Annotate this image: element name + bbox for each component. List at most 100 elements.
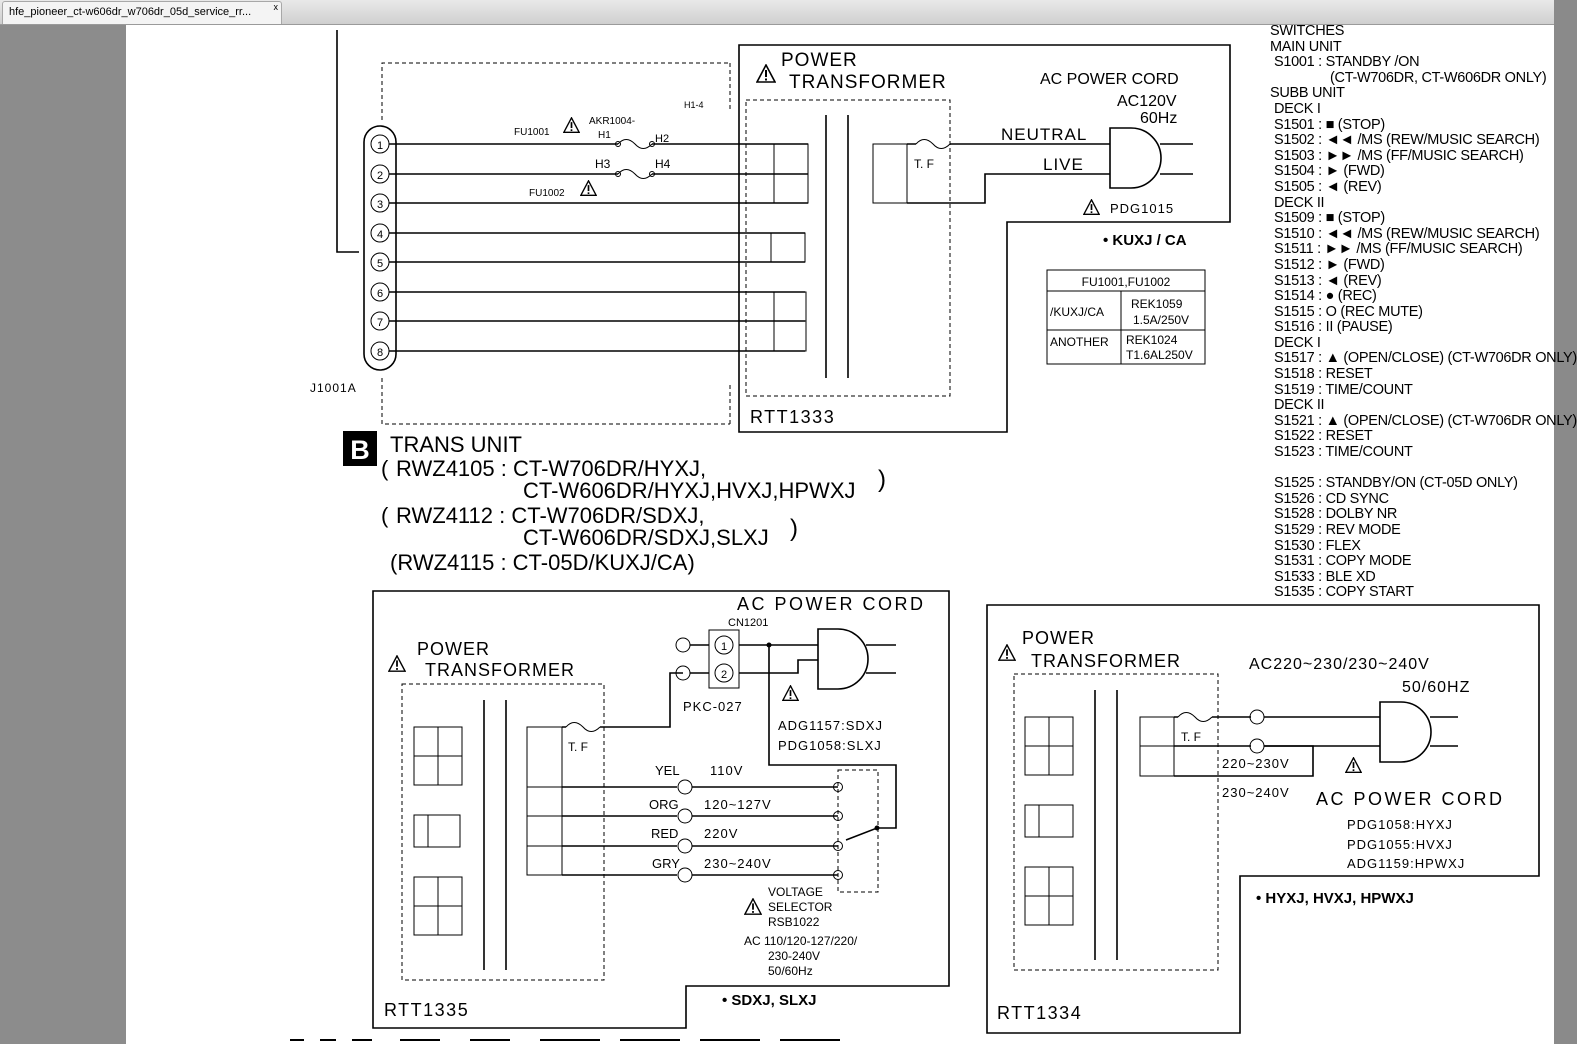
- switch-item: S1535 : COPY START: [1274, 584, 1414, 601]
- tap-red: RED: [651, 826, 678, 841]
- switch-item: S1529 : REV MODE: [1274, 522, 1401, 538]
- bl-ac-cord: AC POWER CORD: [737, 594, 926, 614]
- pin-6: 6: [377, 288, 383, 300]
- pin-7: 7: [377, 317, 383, 329]
- bl-region: • SDXJ, SLXJ: [722, 992, 816, 1009]
- h4-label: H4: [655, 157, 671, 171]
- fuse-row-2-part: REK1024: [1126, 333, 1178, 347]
- section-badge: B: [350, 435, 370, 465]
- bl-tf-label: T. F: [568, 740, 588, 754]
- br-tap-1: 220~230V: [1222, 756, 1290, 771]
- switch-item: S1513 : ◄ (REV): [1274, 272, 1382, 289]
- br-tf-label: T. F: [1181, 730, 1201, 744]
- paren-close-1: ): [878, 466, 886, 493]
- vs-line-2: SELECTOR: [768, 900, 833, 914]
- top-tf-label: T. F: [914, 157, 934, 171]
- deck2-heading: DECK II: [1274, 194, 1325, 211]
- tap-org-volt: 120~127V: [704, 797, 772, 812]
- bl-pdg-part: PDG1058:SLXJ: [778, 738, 882, 753]
- bl-pt-title-1: POWER: [417, 639, 490, 659]
- switch-item: S1515 : O (REC MUTE): [1274, 303, 1423, 320]
- fuse-row-1-rating: 1.5A/250V: [1133, 313, 1189, 327]
- switch-item: S1511 : ►► /MS (FF/MUSIC SEARCH): [1274, 241, 1523, 258]
- switches-list: SWITCHES MAIN UNIT S1001 : STANDBY /ON (…: [1270, 23, 1577, 601]
- br-ac-volt: AC220~230/230~240V: [1249, 656, 1430, 673]
- vs-line-5: 230-240V: [768, 949, 820, 963]
- vs-line-4: AC 110/120-127/220/: [744, 934, 858, 948]
- akr-label: AKR1004-: [589, 116, 635, 127]
- br-tap-2: 230~240V: [1222, 785, 1290, 800]
- fuse-row-2-rating: T1.6AL250V: [1126, 348, 1193, 362]
- pin-2: 2: [377, 170, 383, 182]
- bl-rtt: RTT1335: [384, 1000, 469, 1020]
- pin-3: 3: [377, 199, 383, 211]
- br-part-1: PDG1058:HYXJ: [1347, 817, 1453, 832]
- switch-item: S1501 : ■ (STOP): [1274, 116, 1385, 133]
- top-plug-part: PDG1015: [1110, 201, 1174, 216]
- tap-gry-volt: 230~240V: [704, 856, 772, 871]
- switch-item: S1530 : FLEX: [1274, 537, 1361, 554]
- h3-label: H3: [595, 157, 611, 171]
- document-tab[interactable]: hfe_pioneer_ct-w606dr_w706dr_05d_service…: [2, 1, 282, 24]
- trans-unit-block: B TRANS UNIT ( RWZ4105 : CT-W706DR/HYXJ,…: [343, 431, 886, 575]
- br-ac-hz: 50/60HZ: [1402, 679, 1470, 696]
- main-unit-heading: MAIN UNIT: [1270, 38, 1342, 55]
- fuse-row-2-region: ANOTHER: [1050, 335, 1109, 349]
- close-icon[interactable]: x: [273, 2, 279, 12]
- br-rtt: RTT1334: [997, 1003, 1082, 1023]
- br-region: • HYXJ, HVXJ, HPWXJ: [1256, 890, 1414, 907]
- fu1001-label: FU1001: [514, 127, 550, 138]
- switch-item: S1516 : II (PAUSE): [1274, 319, 1393, 336]
- schematic-diagram: 1 2 3 4 5 6 7 8 POWER TRANSFOR: [290, 30, 1540, 1041]
- switch-item: S1525 : STANDBY/ON (CT-05D ONLY): [1274, 475, 1518, 492]
- tap-yel-volt: 110V: [710, 763, 743, 778]
- switch-item: S1510 : ◄◄ /MS (REW/MUSIC SEARCH): [1274, 225, 1540, 242]
- tap-red-volt: 220V: [704, 826, 738, 841]
- switch-item: S1504 : ► (FWD): [1274, 163, 1385, 180]
- trans-line-2: CT-W606DR/HYXJ,HVXJ,HPWXJ: [523, 478, 856, 503]
- top-schematic: 1 2 3 4 5 6 7 8 POWER TRANSFOR: [310, 30, 1231, 433]
- vs-line-1: VOLTAGE: [768, 885, 823, 899]
- paren-open-2: (: [381, 503, 389, 528]
- vs-line-6: 50/60Hz: [768, 964, 813, 978]
- switches-title: SWITCHES: [1270, 23, 1345, 39]
- fuse-table: FU1001,FU1002 /KUXJ/CA REK1059 1.5A/250V…: [1046, 269, 1206, 365]
- trans-line-5: (RWZ4115 : CT-05D/KUXJ/CA): [390, 550, 695, 575]
- cn-pin-1: 1: [721, 641, 727, 653]
- top-rtt: RTT1333: [750, 407, 835, 427]
- br-part-2: PDG1055:HVXJ: [1347, 837, 1453, 852]
- switch-item: S1514 : ● (REC): [1274, 288, 1377, 305]
- switch-item: S1519 : TIME/COUNT: [1274, 381, 1413, 398]
- switch-item: S1521 : ▲ (OPEN/CLOSE) (CT-W706DR ONLY): [1274, 412, 1577, 429]
- bl-adg-part: ADG1157:SDXJ: [778, 718, 883, 733]
- hyxj-schematic: POWER TRANSFORMER AC220~230/230~240V 50/…: [986, 604, 1540, 1034]
- viewer-left-gutter: [0, 25, 126, 1044]
- h1-label: H1: [598, 130, 611, 141]
- deck2b-heading: DECK II: [1274, 397, 1325, 414]
- switch-item: S1523 : TIME/COUNT: [1274, 444, 1413, 461]
- switch-item: S1505 : ◄ (REV): [1274, 178, 1382, 195]
- br-part-3: ADG1159:HPWXJ: [1347, 856, 1465, 871]
- switch-item: S1502 : ◄◄ /MS (REW/MUSIC SEARCH): [1274, 132, 1540, 149]
- sdxj-schematic: 1 2 AC POWER CORD CN1201 POWER TRANSFORM…: [372, 590, 950, 1029]
- top-pt-title-2: TRANSFORMER: [789, 72, 947, 93]
- top-region: • KUXJ / CA: [1103, 232, 1187, 249]
- trans-line-1: RWZ4105 : CT-W706DR/HYXJ,: [396, 456, 706, 481]
- document-page[interactable]: 1 2 3 4 5 6 7 8 POWER TRANSFOR: [126, 25, 1554, 1044]
- bl-pt-title-2: TRANSFORMER: [425, 660, 575, 680]
- top-ac-cord: AC POWER CORD: [1040, 71, 1179, 88]
- trans-line-3: RWZ4112 : CT-W706DR/SDXJ,: [396, 503, 704, 528]
- top-ac-hz: 60Hz: [1140, 110, 1177, 127]
- pin-5: 5: [377, 258, 383, 270]
- top-pt-title-1: POWER: [781, 50, 858, 71]
- deck1b-heading: DECK I: [1274, 334, 1321, 351]
- vs-line-3: RSB1022: [768, 915, 820, 929]
- fuse-row-1-part: REK1059: [1131, 297, 1183, 311]
- paren-open-1: (: [381, 456, 389, 481]
- connector-pins: 1 2 3 4 5 6 7 8: [370, 134, 390, 361]
- subb-unit-heading: SUBB UNIT: [1270, 85, 1345, 102]
- fuse-row-1-region: /KUXJ/CA: [1050, 305, 1104, 319]
- switch-item: S1528 : DOLBY NR: [1274, 506, 1398, 523]
- paren-close-2: ): [790, 515, 798, 542]
- live-label: LIVE: [1043, 155, 1084, 174]
